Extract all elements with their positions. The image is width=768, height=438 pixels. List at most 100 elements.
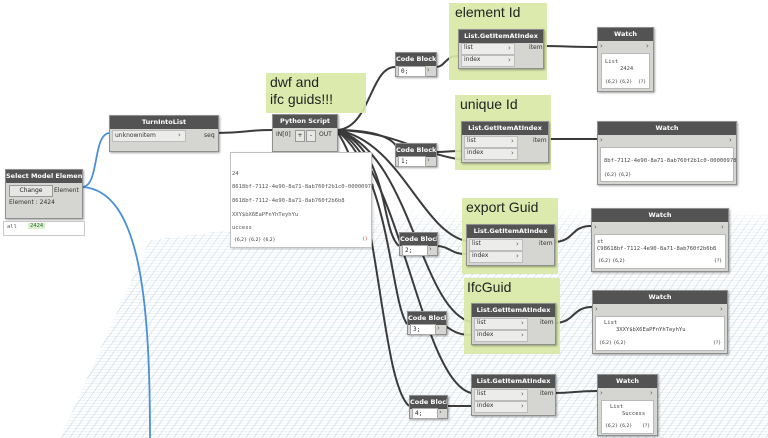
index-input-port[interactable]: [461, 55, 515, 67]
in0-input-port[interactable]: IN[0]: [276, 131, 291, 138]
chevron-right-icon: ›: [600, 389, 603, 397]
watch-panel[interactable]: List 3XXY$bX6EaPFnYhTeyhYu {6,2} {6,2} {…: [595, 316, 725, 351]
list-input-port[interactable]: [474, 318, 528, 330]
chevron-right-icon: ›: [511, 149, 514, 157]
chevron-right-icon: ›: [516, 252, 519, 260]
watch-node[interactable]: Watch › › List 2424 {6,2} {6,2} {?}: [597, 27, 654, 92]
item-output-port[interactable]: item: [539, 240, 553, 247]
group-title-dwf-line2: ifc guids!!!: [270, 91, 334, 107]
item-output-port[interactable]: item: [540, 319, 554, 326]
select-model-element-node[interactable]: Select Model Element Change Element Elem…: [5, 169, 83, 219]
watch-node[interactable]: Watch › › List 3XXY$bX6EaPFnYhTeyhYu {6,…: [592, 290, 728, 354]
chevron-right-icon: ›: [595, 305, 598, 313]
preview-footer-right: {}: [362, 237, 368, 242]
node-title: Code Block: [396, 53, 436, 66]
code-block-node[interactable]: Code Block 0; ›: [395, 52, 437, 77]
list-input-port[interactable]: [461, 43, 515, 55]
index-label: index: [472, 252, 489, 259]
list-input-port[interactable]: [469, 239, 523, 251]
node-title: Select Model Element: [6, 170, 82, 183]
chevron-right-icon: ›: [178, 131, 181, 139]
chevron-right-icon: ›: [521, 331, 524, 339]
node-title: Watch: [592, 209, 728, 222]
add-input-button[interactable]: +: [295, 130, 305, 142]
index-label: index: [477, 402, 494, 409]
out-output-port[interactable]: OUT: [319, 131, 332, 138]
unknownitem-label: unknownitem: [115, 132, 156, 139]
item-output-port[interactable]: item: [529, 44, 543, 51]
code-input[interactable]: 4;: [412, 408, 438, 419]
chevron-right-icon: ›: [437, 324, 440, 332]
code-input[interactable]: 1;: [398, 156, 426, 167]
change-button[interactable]: Change: [9, 185, 53, 197]
chevron-right-icon: ›: [429, 245, 432, 253]
group-title-export-guid: export Guid: [466, 199, 539, 215]
seq-output-port[interactable]: seq: [204, 132, 215, 139]
chevron-right-icon: ›: [427, 66, 430, 74]
list-label: list: [467, 137, 476, 144]
index-input-port[interactable]: [474, 401, 528, 413]
chevron-right-icon: ›: [600, 42, 603, 50]
watch-panel[interactable]: 8bf-7112-4e90-8a71-8ab760f2b1c0-00000978…: [600, 147, 737, 182]
list-input-port[interactable]: [464, 136, 518, 148]
remove-input-button[interactable]: -: [306, 130, 316, 142]
code-block-node[interactable]: Code Block 1; ›: [395, 143, 437, 167]
index-input-port[interactable]: [474, 330, 528, 342]
watch-node[interactable]: Watch › › List Success {6,2} {6,2} {?}: [597, 374, 658, 436]
code-input[interactable]: 3;: [410, 324, 436, 335]
preview-bubble: all 2424: [3, 221, 85, 236]
code-block-node[interactable]: Code Block 3; ›: [407, 311, 447, 335]
group-title-ifc-guid: IfcGuid: [467, 279, 512, 295]
chevron-right-icon: ›: [720, 305, 723, 313]
preview-line-4: XXY$bX6EaPFnYhTeyhYu: [232, 212, 299, 218]
node-title: Code Block: [408, 312, 446, 325]
node-title: List.GetItemAtIndex: [472, 375, 555, 388]
watch-footer-right: {?}: [642, 424, 651, 429]
node-title: List.GetItemAtIndex: [472, 304, 555, 317]
list-input-port[interactable]: [474, 389, 528, 401]
code-block-node[interactable]: Code Block 2; ›: [399, 232, 438, 256]
unknownitem-input-port[interactable]: [112, 130, 186, 142]
python-script-node[interactable]: Python Script IN[0] + - OUT: [272, 114, 338, 152]
code-block-node[interactable]: Code Block 4; ›: [409, 395, 448, 419]
preview-footer: {6,2} {6,2} {6,2}: [234, 238, 276, 243]
get-item-at-index-node[interactable]: List.GetItemAtIndex list › index › item: [471, 374, 556, 416]
get-item-at-index-node[interactable]: List.GetItemAtIndex list › index › item: [458, 29, 544, 69]
watch-footer-right: {?}: [714, 259, 723, 264]
watch-line-2: 8bf-7112-4e90-8a71-8ab760f2b1c0-00000978: [604, 158, 737, 164]
watch-panel[interactable]: st C98618bf-7112-4e90-8a71-8ab760f2b6b8 …: [594, 234, 726, 269]
watch-line-1: List: [605, 59, 619, 65]
index-label: index: [477, 331, 494, 338]
preview-value: 2424: [28, 223, 46, 229]
chevron-right-icon: ›: [600, 136, 603, 144]
watch-line-1: List: [604, 320, 618, 326]
turn-into-list-node[interactable]: TurnIntoList unknownitem › seq: [109, 115, 219, 152]
item-output-port[interactable]: item: [533, 137, 547, 144]
watch-line-2: Success: [622, 411, 646, 417]
node-title: Code Block: [400, 233, 437, 246]
chevron-right-icon: ›: [721, 223, 724, 231]
watch-panel[interactable]: List 2424 {6,2} {6,2} {?}: [601, 53, 650, 89]
watch-node[interactable]: Watch › › 8bf-7112-4e90-8a71-8ab760f2b1c…: [597, 121, 737, 185]
item-output-port[interactable]: item: [540, 390, 554, 397]
code-input[interactable]: 2;: [402, 245, 428, 256]
watch-footer-right: {?}: [638, 80, 647, 85]
index-input-port[interactable]: [464, 148, 518, 160]
node-title: Code Block: [410, 396, 447, 409]
element-output-port[interactable]: Element: [54, 187, 79, 194]
node-title: List.GetItemAtIndex: [459, 30, 543, 43]
chevron-right-icon: ›: [729, 136, 732, 144]
index-input-port[interactable]: [469, 251, 523, 263]
python-preview-panel[interactable]: 24 8618bf-7112-4e90-8a71-8ab760f2b1c0-00…: [230, 152, 374, 248]
node-title: Watch: [598, 122, 736, 135]
get-item-at-index-node[interactable]: List.GetItemAtIndex list › index › item: [461, 121, 549, 163]
group-dwf-ifc[interactable]: [266, 73, 366, 113]
code-input[interactable]: 0;: [398, 66, 426, 77]
get-item-at-index-node[interactable]: List.GetItemAtIndex list › index › item: [471, 303, 556, 345]
get-item-at-index-node[interactable]: List.GetItemAtIndex list › index › item: [466, 224, 555, 266]
watch-node[interactable]: Watch › › st C98618bf-7112-4e90-8a71-8ab…: [591, 208, 729, 272]
list-label: list: [477, 319, 486, 326]
watch-footer-right: {?}: [713, 341, 722, 346]
watch-panel[interactable]: List Success {6,2} {6,2} {?}: [601, 400, 654, 434]
